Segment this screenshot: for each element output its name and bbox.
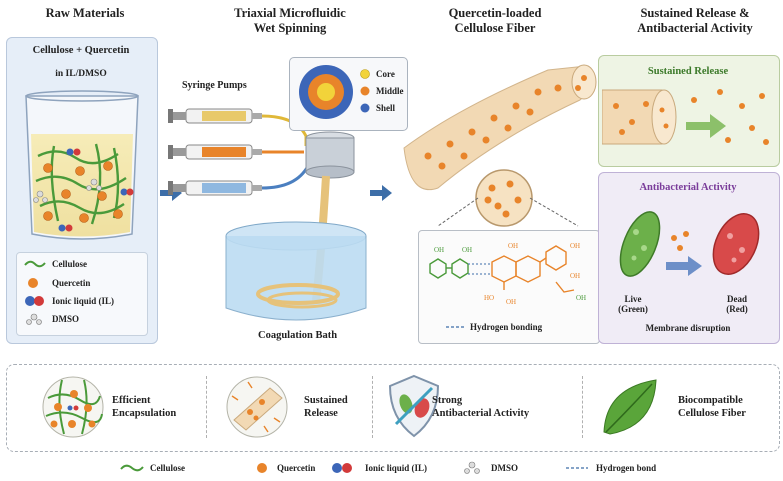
header-release: Sustained Release & Antibacterial Activi…	[610, 6, 780, 36]
legend-quercetin-label: Quercetin	[52, 278, 91, 288]
live-label: Live (Green)	[608, 294, 658, 314]
bottom-quercetin-icon	[257, 463, 267, 473]
fiber-illustration	[403, 64, 597, 227]
live-label-line1: Live	[624, 294, 642, 304]
layer-middle: Middle	[360, 86, 404, 96]
dead-label-line1: Dead	[727, 294, 747, 304]
feature-biocompatible: Biocompatible Cellulose Fiber	[678, 394, 746, 420]
bacteria-illustration	[619, 211, 760, 277]
dmso-icon	[26, 313, 42, 325]
oh-label-4: OH	[570, 242, 580, 250]
middle-dot-icon	[360, 86, 370, 96]
core-shell-cross-section-icon	[299, 65, 353, 119]
sustained-release-title: Sustained Release	[647, 66, 729, 77]
header-raw-materials: Raw Materials	[45, 6, 125, 20]
cellulose-icon	[24, 260, 46, 268]
legend-quercetin: Quercetin	[24, 277, 90, 289]
oh-label-2: OH	[462, 246, 472, 254]
feature-sustained-release: Sustained Release	[304, 394, 348, 420]
core-dot-icon	[360, 69, 370, 79]
feature-divider-3	[582, 376, 583, 438]
layer-shell: Shell	[360, 103, 395, 113]
bottom-ionic-liquid-icon	[332, 463, 352, 473]
bottom-legend-cellulose: Cellulose	[150, 463, 185, 473]
dead-label-line2: (Red)	[726, 304, 748, 314]
beaker-illustration	[25, 90, 139, 240]
header-release-line2: Antibacterial Activity	[637, 21, 753, 35]
oh-label-1: OH	[434, 246, 444, 254]
feature-encapsulation: Efficient Encapsulation	[112, 394, 176, 420]
bottom-legend-dmso: DMSO	[491, 463, 518, 473]
syringes	[168, 108, 262, 196]
layer-shell-label: Shell	[376, 103, 396, 113]
legend-ionic-liquid: Ionic liquid (IL)	[24, 295, 114, 307]
header-spinning-line1: Triaxial Microfluidic	[234, 6, 346, 20]
dashed-line-icon	[446, 326, 464, 328]
ionic-liquid-icon	[25, 296, 44, 306]
molecule-structure: OH OH OH OH OH HO OH OH	[429, 242, 586, 306]
header-release-line1: Sustained Release &	[640, 6, 750, 20]
legend-cellulose-label: Cellulose	[52, 259, 87, 269]
feature-encapsulation-line2: Encapsulation	[112, 408, 177, 419]
feature-antibacterial-line2: Antibacterial Activity	[432, 408, 530, 419]
feature-sustained-line2: Release	[304, 408, 338, 419]
live-label-line2: (Green)	[618, 304, 648, 314]
arrow-spin-to-fiber-icon	[370, 185, 392, 201]
leaf-icon	[603, 379, 657, 435]
antibacterial-title: Antibacterial Activity	[639, 182, 737, 193]
encapsulation-icon	[42, 376, 104, 438]
feature-encapsulation-line1: Efficient	[112, 395, 151, 406]
syringe-pumps-label: Syringe Pumps	[182, 80, 247, 91]
bottom-dmso-icon	[464, 461, 480, 474]
quercetin-icon	[28, 278, 38, 288]
header-spinning: Triaxial Microfluidic Wet Spinning	[205, 6, 375, 36]
layer-middle-label: Middle	[376, 86, 404, 96]
oh-label-3: OH	[508, 242, 518, 250]
dead-label: Dead (Red)	[712, 294, 762, 314]
coagulation-bath-label: Coagulation Bath	[258, 330, 338, 341]
header-fiber: Quercetin-loaded Cellulose Fiber	[420, 6, 570, 36]
hydrogen-bonding-legend: Hydrogen bonding	[446, 322, 542, 332]
bottom-legend-quercetin: Quercetin	[277, 463, 316, 473]
feature-biocompatible-line2: Cellulose Fiber	[678, 408, 746, 419]
header-fiber-line2: Cellulose Fiber	[454, 21, 536, 35]
spinning-illustration	[168, 108, 367, 321]
feature-divider-1	[206, 376, 207, 438]
antibacterial-shield-icon	[388, 374, 440, 438]
oh-label-6: OH	[506, 298, 516, 306]
bottom-hydrogen-bond-icon	[566, 467, 588, 469]
feature-sustained-line1: Sustained	[304, 395, 348, 406]
sustained-release-feature-icon	[226, 376, 288, 438]
membrane-disruption-label: Membrane disruption	[645, 323, 731, 333]
hydrogen-bonding-label: Hydrogen bonding	[470, 322, 543, 332]
shell-dot-icon	[360, 103, 370, 113]
legend-cellulose: Cellulose	[24, 259, 87, 269]
bottom-legend-ionic-liquid: Ionic liquid (IL)	[365, 463, 428, 473]
legend-ionic-liquid-label: Ionic liquid (IL)	[52, 296, 115, 306]
header-fiber-line1: Quercetin-loaded	[448, 6, 542, 20]
feature-antibacterial: Strong Antibacterial Activity	[432, 394, 529, 420]
feature-antibacterial-line1: Strong	[432, 395, 463, 406]
layer-core-label: Core	[376, 69, 395, 79]
dead-bacterium-icon	[712, 213, 760, 275]
bottom-cellulose-icon	[120, 464, 144, 472]
header-spinning-line2: Wet Spinning	[253, 21, 327, 35]
layer-core: Core	[360, 69, 395, 79]
oh-label-5: OH	[570, 272, 580, 280]
ho-label-1: HO	[484, 294, 494, 302]
legend-dmso: DMSO	[24, 313, 79, 325]
raw-panel-title: Cellulose + Quercetin	[32, 45, 130, 56]
live-bacterium-icon	[619, 211, 661, 277]
bottom-legend-hydrogen-bond: Hydrogen bond	[596, 463, 657, 473]
release-illustration	[602, 89, 769, 145]
legend-dmso-label: DMSO	[52, 314, 79, 324]
feature-divider-2	[372, 376, 373, 438]
feature-biocompatible-line1: Biocompatible	[678, 395, 743, 406]
oh-label-7: OH	[576, 294, 586, 302]
raw-panel-subtitle: in IL/DMSO	[55, 69, 107, 79]
hydrogen-bonding-box	[418, 230, 600, 344]
